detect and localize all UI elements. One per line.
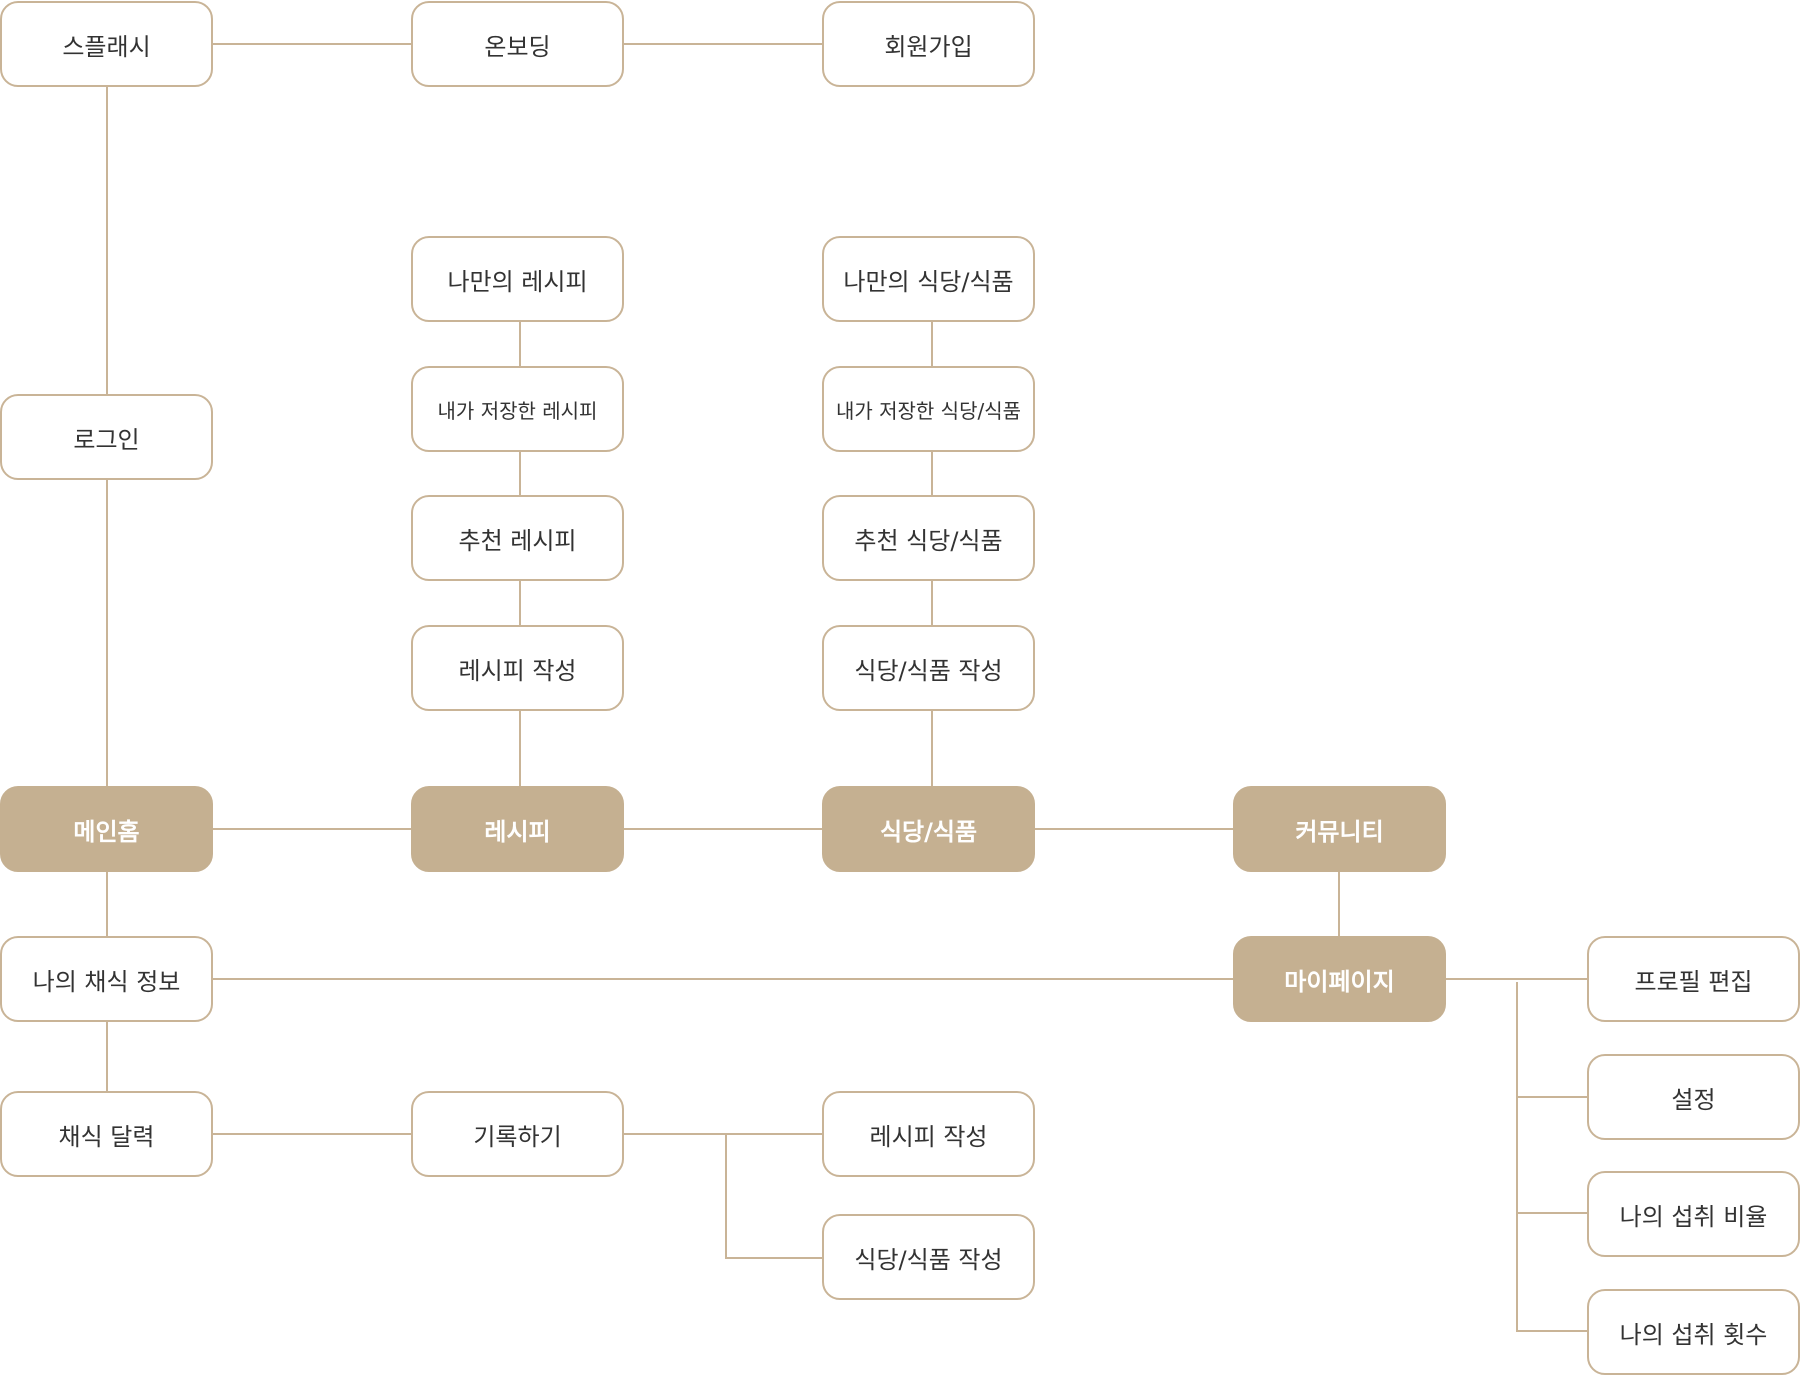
node-main-home: 메인홈 <box>0 786 213 872</box>
node-intake-count: 나의 섭취 횟수 <box>1587 1289 1800 1375</box>
node-intake-ratio: 나의 섭취 비율 <box>1587 1171 1800 1257</box>
node-settings: 설정 <box>1587 1054 1800 1140</box>
node-recommended-restaurant: 추천 식당/식품 <box>822 495 1035 581</box>
node-record-write-recipe: 레시피 작성 <box>822 1091 1035 1177</box>
node-saved-restaurant: 내가 저장한 식당/식품 <box>822 366 1035 452</box>
node-my-vegan-info: 나의 채식 정보 <box>0 936 213 1022</box>
node-recommended-recipe: 추천 레시피 <box>411 495 624 581</box>
node-onboarding: 온보딩 <box>411 1 624 87</box>
node-record-write-restaurant: 식당/식품 작성 <box>822 1214 1035 1300</box>
node-vegan-calendar: 채식 달력 <box>0 1091 213 1177</box>
node-write-restaurant: 식당/식품 작성 <box>822 625 1035 711</box>
node-write-recipe: 레시피 작성 <box>411 625 624 711</box>
node-restaurant: 식당/식품 <box>822 786 1035 872</box>
node-my-recipe: 나만의 레시피 <box>411 236 624 322</box>
node-mypage: 마이페이지 <box>1233 936 1446 1022</box>
node-recipe: 레시피 <box>411 786 624 872</box>
node-edit-profile: 프로필 편집 <box>1587 936 1800 1022</box>
node-splash: 스플래시 <box>0 1 213 87</box>
connector-record-writerestaurant <box>725 1134 822 1259</box>
node-record: 기록하기 <box>411 1091 624 1177</box>
node-community: 커뮤니티 <box>1233 786 1446 872</box>
node-saved-recipe: 내가 저장한 레시피 <box>411 366 624 452</box>
node-my-restaurant: 나만의 식당/식품 <box>822 236 1035 322</box>
node-login: 로그인 <box>0 394 213 480</box>
node-signup: 회원가입 <box>822 1 1035 87</box>
